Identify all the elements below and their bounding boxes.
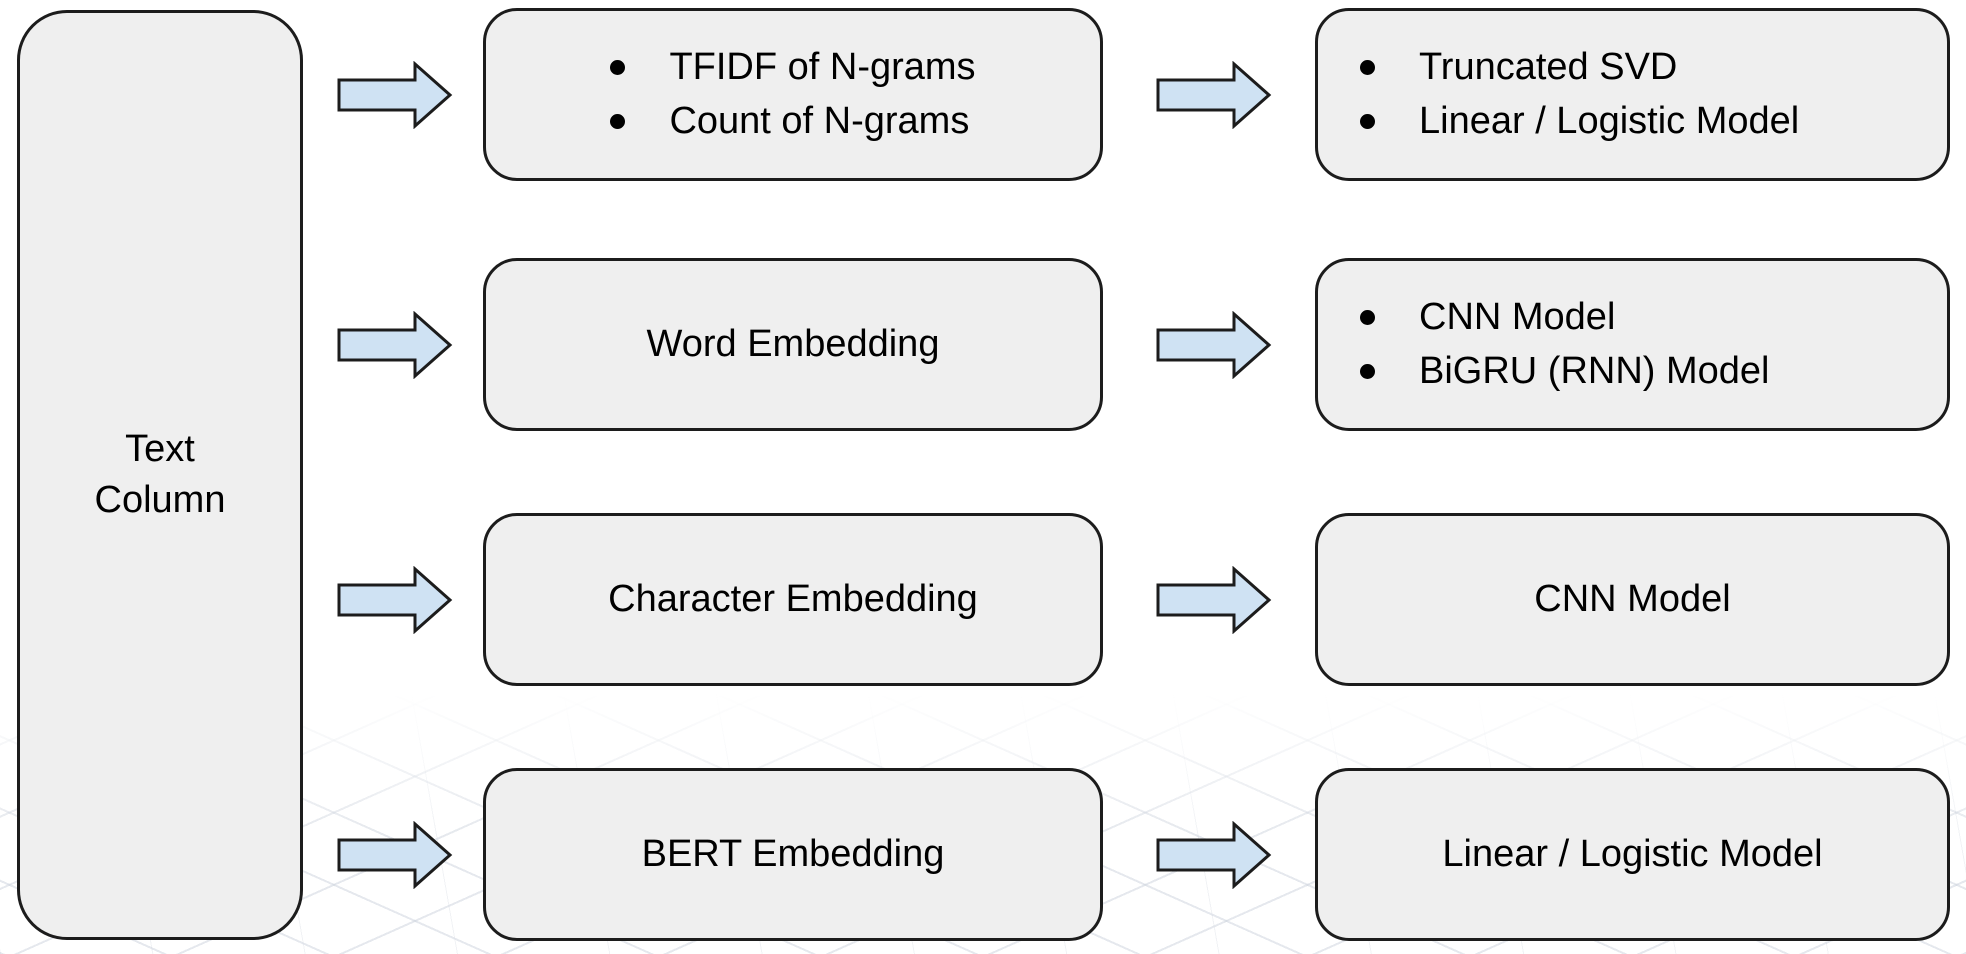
model-box-cnn: CNN Model	[1315, 513, 1950, 686]
box-label: Linear / Logistic Model	[1442, 833, 1823, 875]
arrow-right-icon	[337, 61, 453, 129]
list-item: BiGRU (RNN) Model	[1360, 349, 1770, 393]
source-box-text-column: Text Column	[17, 10, 303, 940]
box-label: BERT Embedding	[641, 833, 945, 875]
arrow-right-icon	[337, 566, 453, 634]
box-label: Character Embedding	[608, 578, 978, 620]
bullet-icon	[610, 60, 626, 76]
feature-box-ngrams: TFIDF of N-grams Count of N-grams	[483, 8, 1103, 181]
list-item-label: Truncated SVD	[1419, 45, 1678, 88]
arrow-right-icon	[337, 821, 453, 889]
bullet-icon	[1360, 310, 1375, 326]
bullet-icon	[610, 113, 626, 129]
model-box-linear-logistic: Linear / Logistic Model	[1315, 768, 1950, 941]
arrow-right-icon	[1156, 61, 1272, 129]
source-box-label: Text Column	[94, 427, 226, 521]
bullet-icon	[1360, 60, 1375, 76]
list-item-label: Linear / Logistic Model	[1419, 99, 1800, 142]
box-label: CNN Model	[1534, 578, 1731, 620]
list-item: Truncated SVD	[1360, 45, 1799, 89]
list-item: CNN Model	[1360, 295, 1769, 339]
bullet-list: Truncated SVD Linear / Logistic Model	[1318, 45, 1800, 143]
feature-box-word-embedding: Word Embedding	[483, 258, 1103, 431]
box-label: Word Embedding	[646, 323, 940, 365]
list-item-label: TFIDF of N-grams	[669, 45, 976, 88]
arrow-right-icon	[1156, 311, 1272, 379]
model-box-cnn-bigru: CNN Model BiGRU (RNN) Model	[1315, 258, 1950, 431]
feature-box-character-embedding: Character Embedding	[483, 513, 1103, 686]
list-item: TFIDF of N-grams	[610, 45, 976, 89]
arrow-right-icon	[1156, 821, 1272, 889]
list-item: Count of N-grams	[610, 99, 975, 143]
arrow-right-icon	[337, 311, 453, 379]
list-item-label: BiGRU (RNN) Model	[1419, 349, 1770, 392]
arrow-right-icon	[1156, 566, 1272, 634]
list-item: Linear / Logistic Model	[1360, 99, 1800, 143]
list-item-label: CNN Model	[1419, 295, 1616, 338]
feature-box-bert-embedding: BERT Embedding	[483, 768, 1103, 941]
bullet-icon	[1360, 113, 1375, 129]
bullet-list: CNN Model BiGRU (RNN) Model	[1318, 295, 1770, 393]
bullet-icon	[1360, 363, 1375, 379]
list-item-label: Count of N-grams	[669, 99, 970, 142]
model-box-svd-linear: Truncated SVD Linear / Logistic Model	[1315, 8, 1950, 181]
bullet-list: TFIDF of N-grams Count of N-grams	[610, 45, 976, 143]
